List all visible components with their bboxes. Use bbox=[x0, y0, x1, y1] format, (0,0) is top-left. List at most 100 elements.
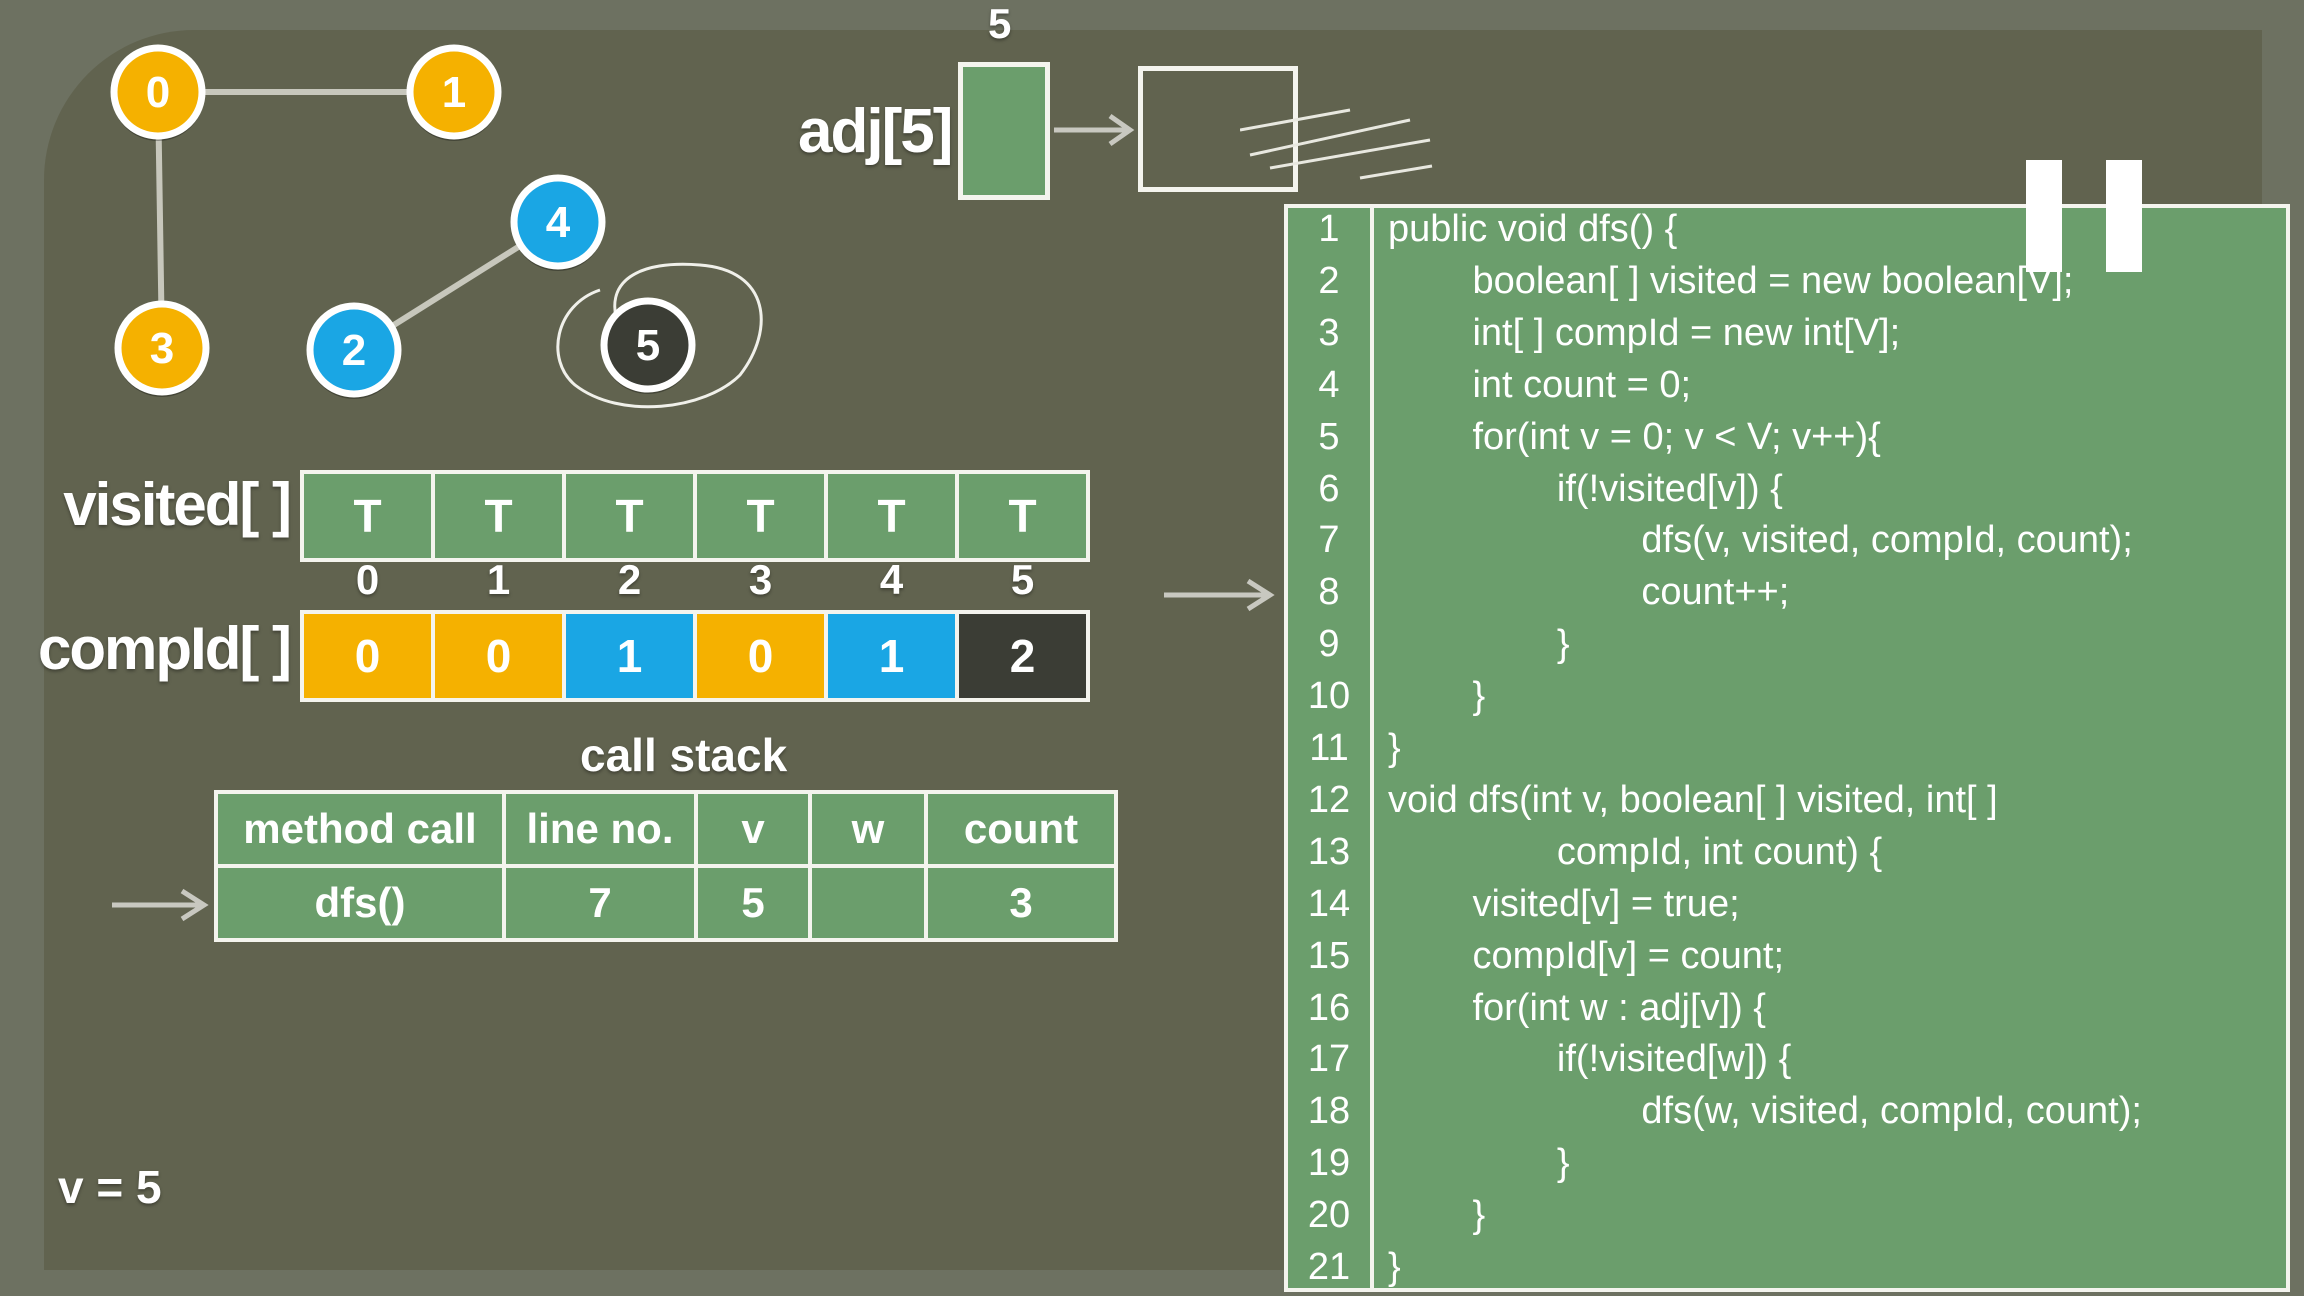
line-number: 6 bbox=[1318, 467, 1340, 510]
header-w: w bbox=[808, 790, 928, 868]
compid-cell-2: 1 bbox=[562, 610, 697, 702]
line-number: 17 bbox=[1307, 1038, 1351, 1081]
cell-line-no: 7 bbox=[502, 864, 698, 942]
code-line: boolean[ ] visited = new boolean[V]; bbox=[1388, 259, 2074, 302]
code-line: visited[v] = true; bbox=[1388, 882, 1740, 925]
graph-node-1: 1 bbox=[406, 44, 502, 141]
line-number: 15 bbox=[1307, 934, 1351, 977]
compid-cell-3: 0 bbox=[693, 610, 828, 702]
code-line: for(int w : adj[v]) { bbox=[1388, 986, 1766, 1029]
line-number: 14 bbox=[1307, 882, 1351, 925]
gutter-divider bbox=[1370, 204, 1374, 1292]
code-line: for(int v = 0; v < V; v++){ bbox=[1388, 415, 1881, 458]
cell-method-call: dfs() bbox=[214, 864, 506, 942]
circle-scribble bbox=[556, 262, 763, 409]
graph-node-label: 5 bbox=[636, 321, 660, 370]
cell-v: 5 bbox=[694, 864, 812, 942]
code-line: compId, int count) { bbox=[1388, 830, 1883, 873]
graph-node-label: 0 bbox=[146, 68, 170, 117]
arrow-icon bbox=[112, 888, 209, 922]
compid-cell-0: 0 bbox=[300, 610, 435, 702]
line-number: 11 bbox=[1309, 727, 1349, 769]
compid-cell-4: 1 bbox=[824, 610, 959, 702]
graph-node-0: 0 bbox=[110, 44, 206, 141]
index-label-2: 2 bbox=[617, 556, 642, 603]
code-line: public void dfs() { bbox=[1388, 208, 1678, 250]
line-number: 2 bbox=[1318, 259, 1340, 302]
visited-label: visited[ ] bbox=[63, 471, 292, 538]
line-number: 10 bbox=[1307, 675, 1351, 718]
pause-icon-bar-right[interactable] bbox=[2106, 160, 2142, 272]
visited-cell-3: T bbox=[693, 470, 828, 562]
line-number: 3 bbox=[1318, 311, 1340, 354]
code-line: int[ ] compId = new int[V]; bbox=[1388, 311, 1901, 354]
graph-node-3: 3 bbox=[114, 300, 210, 397]
compid-label: compId[ ] bbox=[38, 615, 292, 682]
code-line: } bbox=[1388, 1246, 1401, 1288]
visited-cell-2: T bbox=[562, 470, 697, 562]
compid-cell-5: 2 bbox=[955, 610, 1090, 702]
index-label-0: 0 bbox=[355, 556, 380, 603]
code-line: dfs(v, visited, compId, count); bbox=[1388, 519, 2133, 562]
code-line: } bbox=[1388, 675, 1486, 718]
line-number: 21 bbox=[1307, 1246, 1351, 1288]
header-v: v bbox=[694, 790, 812, 868]
adj-index-label: 5 bbox=[988, 0, 1012, 47]
visited-cell-5: T bbox=[955, 470, 1090, 562]
strike-lines bbox=[1240, 108, 1433, 180]
graph-node-label: 3 bbox=[150, 324, 174, 373]
pause-icon-bar-left[interactable] bbox=[2026, 160, 2062, 272]
arrow-icon bbox=[1054, 113, 1135, 147]
graph-node-2: 2 bbox=[306, 302, 402, 399]
arrow-icon bbox=[1164, 578, 1275, 612]
index-label-5: 5 bbox=[1010, 556, 1035, 603]
header-method-call: method call bbox=[214, 790, 506, 868]
graph-node-label: 1 bbox=[442, 68, 466, 117]
visited-cell-0: T bbox=[300, 470, 435, 562]
code-line: void dfs(int v, boolean[ ] visited, int[… bbox=[1388, 778, 1998, 821]
adj-list-box bbox=[1138, 66, 1298, 192]
code-line: } bbox=[1388, 727, 1401, 769]
graph-node-5: 5 bbox=[600, 297, 696, 394]
cell-w bbox=[808, 864, 928, 942]
line-number: 19 bbox=[1307, 1142, 1351, 1185]
call-stack-table: method call line no. v w count dfs() 7 5… bbox=[214, 790, 1118, 942]
code-line: dfs(w, visited, compId, count); bbox=[1388, 1090, 2142, 1133]
line-number: 12 bbox=[1307, 778, 1351, 821]
line-number: 18 bbox=[1307, 1090, 1351, 1133]
line-number: 7 bbox=[1318, 519, 1340, 562]
code-line: } bbox=[1388, 1142, 1570, 1185]
cell-count: 3 bbox=[924, 864, 1118, 942]
graph-diagram: 0 1 2 3 4 5 bbox=[110, 44, 763, 409]
header-count: count bbox=[924, 790, 1118, 868]
graph-node-4: 4 bbox=[510, 174, 606, 271]
line-number: 4 bbox=[1318, 363, 1340, 406]
code-line: count++; bbox=[1388, 571, 1790, 614]
graph-node-label: 2 bbox=[342, 326, 366, 375]
line-number: 1 bbox=[1318, 208, 1340, 250]
index-label-3: 3 bbox=[748, 556, 773, 603]
visited-cell-1: T bbox=[431, 470, 566, 562]
line-number: 8 bbox=[1318, 571, 1340, 614]
graph-node-label: 4 bbox=[546, 198, 571, 247]
code-line: if(!visited[v]) { bbox=[1388, 467, 1783, 510]
index-row: 0 1 2 3 4 5 bbox=[302, 556, 1088, 604]
adj-cell bbox=[958, 62, 1050, 200]
call-stack-title: call stack bbox=[580, 729, 788, 781]
table-row: dfs() 7 5 3 bbox=[214, 864, 1118, 942]
visited-cell-4: T bbox=[824, 470, 959, 562]
line-number: 9 bbox=[1318, 623, 1340, 666]
line-number: 16 bbox=[1307, 986, 1351, 1029]
code-line: } bbox=[1388, 623, 1570, 666]
code-line: compId[v] = count; bbox=[1388, 934, 1785, 977]
v-value-label: v = 5 bbox=[58, 1161, 162, 1213]
header-line-no: line no. bbox=[502, 790, 698, 868]
index-label-4: 4 bbox=[879, 556, 904, 603]
line-number: 13 bbox=[1307, 830, 1351, 873]
index-label-1: 1 bbox=[486, 556, 511, 603]
line-number: 5 bbox=[1318, 415, 1340, 458]
table-header-row: method call line no. v w count bbox=[214, 790, 1118, 868]
adj-label: adj[5] bbox=[798, 97, 953, 166]
